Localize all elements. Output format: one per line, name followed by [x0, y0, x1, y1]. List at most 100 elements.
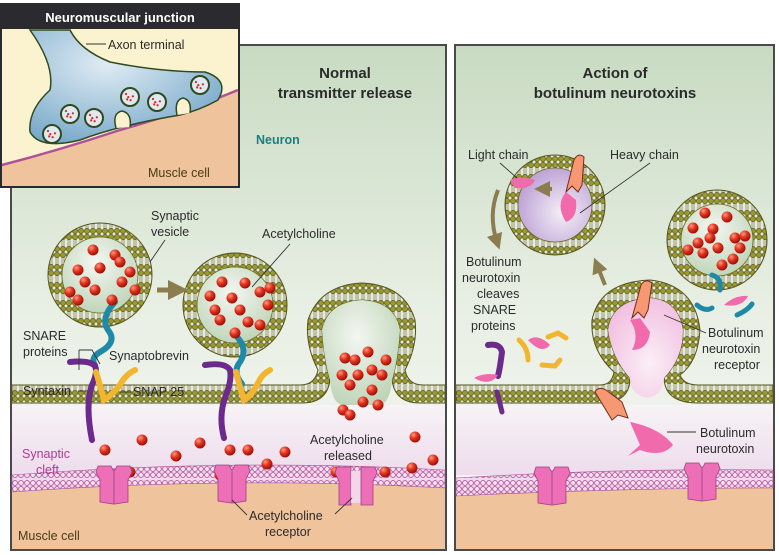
- acetylcholine-molecule: [136, 434, 148, 446]
- acetylcholine-receptor: [95, 465, 133, 505]
- snap25-2: [233, 367, 273, 405]
- acetylcholine-molecule: [106, 294, 118, 306]
- ach-receptor-label-2: receptor: [265, 525, 311, 539]
- cleave-arrow: [486, 189, 503, 250]
- left-title-line1: Normal: [319, 65, 371, 82]
- left-title-line2: transmitter release: [278, 85, 412, 102]
- synaptic-vesicle-2: [182, 252, 288, 358]
- acetylcholine-molecule: [376, 369, 388, 381]
- acetylcholine-molecule: [372, 399, 384, 411]
- acetylcholine-molecule: [224, 444, 236, 456]
- acetylcholine-molecule: [234, 304, 246, 316]
- acetylcholine-molecule: [204, 290, 216, 302]
- heavy-chain-shape: [565, 154, 585, 194]
- inset-vesicle-dot: [194, 80, 198, 84]
- acetylcholine-molecule: [254, 286, 266, 298]
- neuron-label: Neuron: [256, 133, 300, 147]
- acetylcholine-molecule: [687, 222, 699, 234]
- ach-released-label-1: Acetylcholine: [310, 433, 384, 447]
- inset-vesicle: [84, 108, 104, 128]
- inset-fusing-vesicle: [114, 110, 132, 129]
- inset-fused-vesicle: [175, 97, 192, 116]
- acetylcholine-receptor: [213, 464, 251, 504]
- cleaves-label-3: cleaves: [477, 287, 519, 301]
- ach-receptor-label-1: Acetylcholine: [249, 509, 323, 523]
- inset-vesicle-dot: [127, 96, 130, 99]
- acetylcholine-molecule: [380, 354, 392, 366]
- light-chain-in-vesicle: [560, 192, 577, 222]
- right-title-line2: botulinum neurotoxins: [534, 85, 697, 102]
- snare-complex-1: [67, 299, 138, 443]
- left-synaptic-cleft-area: [12, 405, 445, 475]
- toxin-containing-vesicle: [504, 154, 606, 256]
- right-title-line1: Action of: [583, 65, 649, 82]
- inset-vesicle-dot: [71, 112, 74, 115]
- acetylcholine-molecule: [357, 396, 369, 408]
- acetylcholine-label: Acetylcholine: [262, 227, 336, 241]
- acetylcholine-molecule: [721, 211, 733, 223]
- acetylcholine-molecules: [64, 244, 439, 481]
- acetylcholine-molecule: [409, 431, 421, 443]
- snap25-label: SNAP 25: [133, 385, 184, 399]
- light-chain-label: Light chain: [468, 148, 529, 162]
- acetylcholine-molecule: [682, 244, 694, 256]
- ach-released-label-2: released: [324, 449, 372, 463]
- acetylcholine-molecule: [229, 327, 241, 339]
- inset-title: Neuromuscular junction: [45, 10, 195, 25]
- snare-label-2: proteins: [23, 345, 67, 359]
- acetylcholine-molecule: [214, 314, 226, 326]
- syntaxin-label: Syntaxin: [23, 384, 71, 398]
- acetylcholine-molecule: [116, 276, 128, 288]
- acetylcholine-receptor: [683, 462, 721, 502]
- inset-vesicle-dot: [90, 119, 93, 122]
- acetylcholine-molecule: [261, 458, 273, 470]
- acetylcholine-molecule: [194, 437, 206, 449]
- acetylcholine-molecule: [704, 232, 716, 244]
- inset-vesicle: [147, 92, 167, 112]
- right-acetylcholine-molecules: [682, 207, 751, 271]
- toxin-heavy-chain-membrane: [631, 280, 653, 320]
- cleaved-syntaxin: [485, 341, 506, 379]
- right-panel-botulinum-action: Action of botulinum neurotoxins Light ch…: [454, 44, 775, 551]
- acetylcholine-molecule: [344, 379, 356, 391]
- snap25-1: [93, 367, 138, 405]
- acetylcholine-molecule: [226, 292, 238, 304]
- inset-vesicle-dot: [69, 116, 72, 119]
- inset-muscle-label: Muscle cell: [148, 166, 210, 180]
- acetylcholine-molecule: [349, 354, 361, 366]
- snare-label-1: SNARE: [23, 329, 66, 343]
- inset-vesicle-dot: [93, 120, 96, 123]
- receptor-label-3: receptor: [714, 358, 760, 372]
- acetylcholine-molecule: [72, 264, 84, 276]
- inset-vesicle-dot: [95, 116, 98, 119]
- acetylcholine-molecule: [697, 247, 709, 259]
- toxin-label-2: neurotoxin: [696, 442, 754, 456]
- acetylcholine-molecule: [264, 282, 276, 294]
- acetylcholine-molecule: [379, 466, 391, 478]
- acetylcholine-molecule: [729, 232, 741, 244]
- endocytic-vesicle-interior: [608, 298, 683, 398]
- left-fused-vesicle-interior: [322, 300, 400, 405]
- synaptobrevin-label: Synaptobrevin: [109, 349, 189, 363]
- cleaved-synaptobrevin-2: [694, 302, 715, 312]
- inset-vesicle: [120, 87, 140, 107]
- ach-receptor-leader: [231, 497, 353, 516]
- acetylcholine-molecule: [734, 242, 746, 254]
- right-acetylcholine-receptors: [533, 462, 721, 506]
- acetylcholine-molecule: [242, 444, 254, 456]
- inset-vesicle: [42, 124, 62, 144]
- inset-vesicle-dot: [126, 98, 129, 101]
- acetylcholine-molecule: [716, 259, 728, 271]
- acetylcholine-receptor: [334, 466, 378, 506]
- inset-vesicle-dot: [66, 115, 69, 118]
- toxin-light-fragment-1: [528, 337, 550, 349]
- inset-vesicle-dot: [124, 92, 128, 96]
- inset-vesicle: [190, 75, 210, 95]
- neuromuscular-junction-inset: Neuromuscular junction Axon terminal Mus…: [0, 3, 240, 188]
- acetylcholine-molecule: [242, 316, 254, 328]
- light-chain-released: [510, 177, 535, 189]
- inset-vesicle-dot: [129, 99, 132, 102]
- inset-vesicle-dot: [91, 117, 94, 120]
- cleaved-synaptobrevin-3: [734, 301, 755, 318]
- acetylcholine-molecule: [94, 262, 106, 274]
